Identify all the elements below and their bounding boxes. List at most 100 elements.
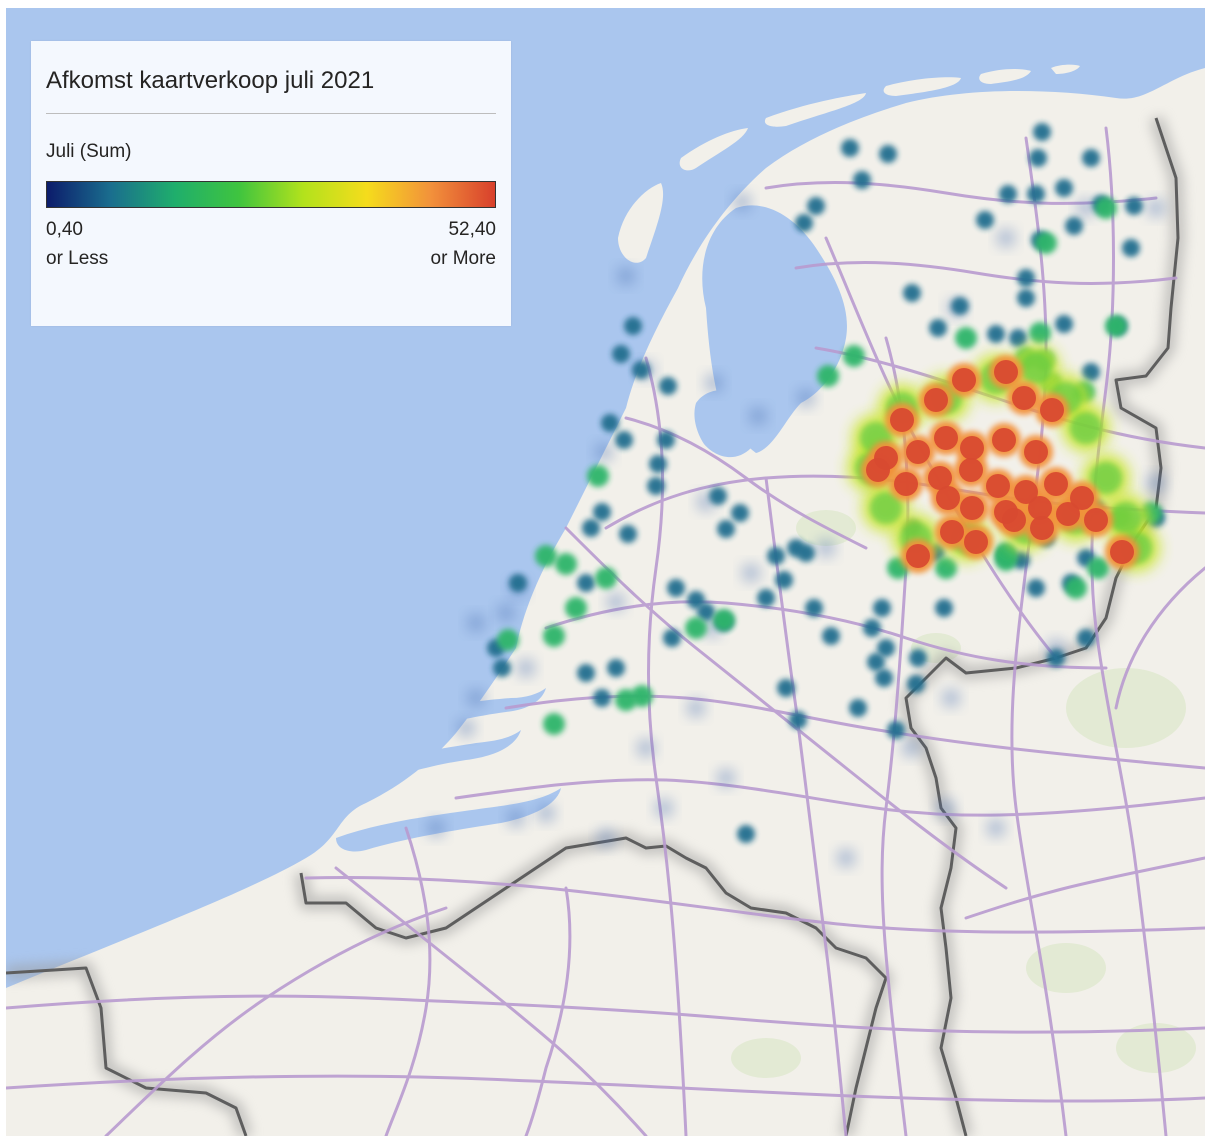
heat-spot-faint bbox=[1077, 199, 1095, 217]
heat-spot-mid bbox=[535, 545, 557, 567]
legend-max-value: 52,40 bbox=[448, 219, 496, 240]
legend-title: Afkomst kaartverkoop juli 2021 bbox=[46, 67, 375, 94]
heat-spot-faint bbox=[733, 193, 751, 211]
heat-spot-halo-inner bbox=[1070, 412, 1102, 444]
heat-spot-low bbox=[757, 589, 775, 607]
heat-spot-halo-inner bbox=[1090, 462, 1122, 494]
heat-spot-low bbox=[493, 659, 511, 677]
island-texel bbox=[618, 183, 664, 263]
heat-spot-halo-inner bbox=[870, 492, 902, 524]
legend-min: 0,40 or Less bbox=[46, 215, 108, 273]
heat-spot-low bbox=[577, 574, 595, 592]
heat-spot-faint bbox=[457, 719, 475, 737]
map-canvas[interactable]: Afkomst kaartverkoop juli 2021 Juli (Sum… bbox=[6, 8, 1205, 1136]
heat-spot-mid bbox=[995, 542, 1017, 564]
heat-spot-low bbox=[1055, 179, 1073, 197]
heat-spot-faint bbox=[942, 689, 960, 707]
heat-spot-faint bbox=[902, 739, 920, 757]
heat-spot-low bbox=[789, 711, 807, 729]
heat-spot-low bbox=[1029, 149, 1047, 167]
heat-spot-low bbox=[1055, 315, 1073, 333]
heat-spot-faint bbox=[607, 593, 625, 611]
heat-spot-low bbox=[619, 525, 637, 543]
heat-spot-low bbox=[717, 520, 735, 538]
heat-spot-faint bbox=[749, 407, 767, 425]
heat-spot-low bbox=[607, 659, 625, 677]
heat-spot-low bbox=[1033, 123, 1051, 141]
heat-spot-hot bbox=[1040, 398, 1064, 422]
heat-spot-low bbox=[873, 599, 891, 617]
heat-spot-hot bbox=[924, 388, 948, 412]
heat-spot-low bbox=[737, 825, 755, 843]
heat-spot-low bbox=[659, 377, 677, 395]
heat-spot-hot bbox=[894, 472, 918, 496]
heat-spot-low bbox=[867, 653, 885, 671]
heat-spot-mid bbox=[615, 689, 637, 711]
island-terschelling bbox=[764, 93, 866, 127]
heat-spot-low bbox=[935, 599, 953, 617]
heat-spot-low bbox=[887, 721, 905, 739]
heat-spot-low bbox=[1082, 149, 1100, 167]
heat-spot-low bbox=[903, 284, 921, 302]
heat-spot-mid bbox=[1029, 322, 1051, 344]
heat-spot-faint bbox=[497, 604, 515, 622]
heat-spot-hot bbox=[928, 466, 952, 490]
heat-spot-hot bbox=[890, 408, 914, 432]
heat-spot-hot bbox=[940, 520, 964, 544]
estuary-westerschelde bbox=[336, 788, 561, 852]
heat-spot-faint bbox=[817, 539, 835, 557]
heat-spot-hot bbox=[952, 368, 976, 392]
estuary-oosterschelde bbox=[362, 730, 521, 784]
heat-spot-low bbox=[951, 297, 969, 315]
heat-spot-hot bbox=[1012, 386, 1036, 410]
heat-spot-faint bbox=[467, 689, 485, 707]
heat-spot-faint bbox=[742, 564, 760, 582]
legend-max: 52,40 or More bbox=[431, 215, 496, 273]
heat-spot-low bbox=[1122, 239, 1140, 257]
heat-spot-low bbox=[1082, 363, 1100, 381]
heat-spot-low bbox=[999, 185, 1017, 203]
heat-spot-low bbox=[879, 145, 897, 163]
heat-spot-low bbox=[775, 571, 793, 589]
heat-spot-mid bbox=[843, 345, 865, 367]
heat-spot-mid bbox=[543, 625, 565, 647]
heat-spot-low bbox=[731, 504, 749, 522]
heat-spot-low bbox=[667, 579, 685, 597]
heat-spot-faint bbox=[797, 389, 815, 407]
heat-spot-faint bbox=[1147, 199, 1165, 217]
heat-spot-low bbox=[615, 431, 633, 449]
heat-spot-low bbox=[582, 519, 600, 537]
heat-spot-faint bbox=[517, 659, 535, 677]
heat-spot-mid bbox=[955, 327, 977, 349]
heat-spot-faint bbox=[1147, 474, 1165, 492]
legend-min-caption: or Less bbox=[46, 248, 109, 269]
heat-spot-low bbox=[777, 679, 795, 697]
heat-spot-low bbox=[1027, 579, 1045, 597]
heat-spot-mid bbox=[1065, 577, 1087, 599]
heat-spot-low bbox=[1125, 197, 1143, 215]
heat-spot-low bbox=[663, 629, 681, 647]
heatmap-svg[interactable] bbox=[6, 8, 1205, 1136]
heat-spot-low bbox=[647, 477, 665, 495]
heat-spot-mid bbox=[1095, 197, 1117, 219]
island-vlieland bbox=[679, 128, 748, 171]
heat-spot-hot bbox=[964, 530, 988, 554]
heat-spot-faint bbox=[705, 374, 723, 392]
heat-spot-low bbox=[929, 319, 947, 337]
heat-spot-halo-inner bbox=[1110, 502, 1142, 534]
heat-spot-mid bbox=[935, 557, 957, 579]
heat-spot-hot bbox=[1084, 508, 1108, 532]
heat-spot-low bbox=[877, 639, 895, 657]
heat-spot-faint bbox=[987, 819, 1005, 837]
heat-spot-low bbox=[1065, 217, 1083, 235]
heat-spot-low bbox=[841, 139, 859, 157]
heat-spot-low bbox=[577, 664, 595, 682]
heat-spot-faint bbox=[427, 819, 445, 837]
heat-spot-mid bbox=[1035, 232, 1057, 254]
heat-spot-hot bbox=[986, 474, 1010, 498]
heat-spot-faint bbox=[655, 799, 673, 817]
heat-spot-low bbox=[795, 214, 813, 232]
heat-spot-mid bbox=[595, 567, 617, 589]
heat-spot-mid bbox=[543, 713, 565, 735]
heat-spot-faint bbox=[597, 829, 615, 847]
